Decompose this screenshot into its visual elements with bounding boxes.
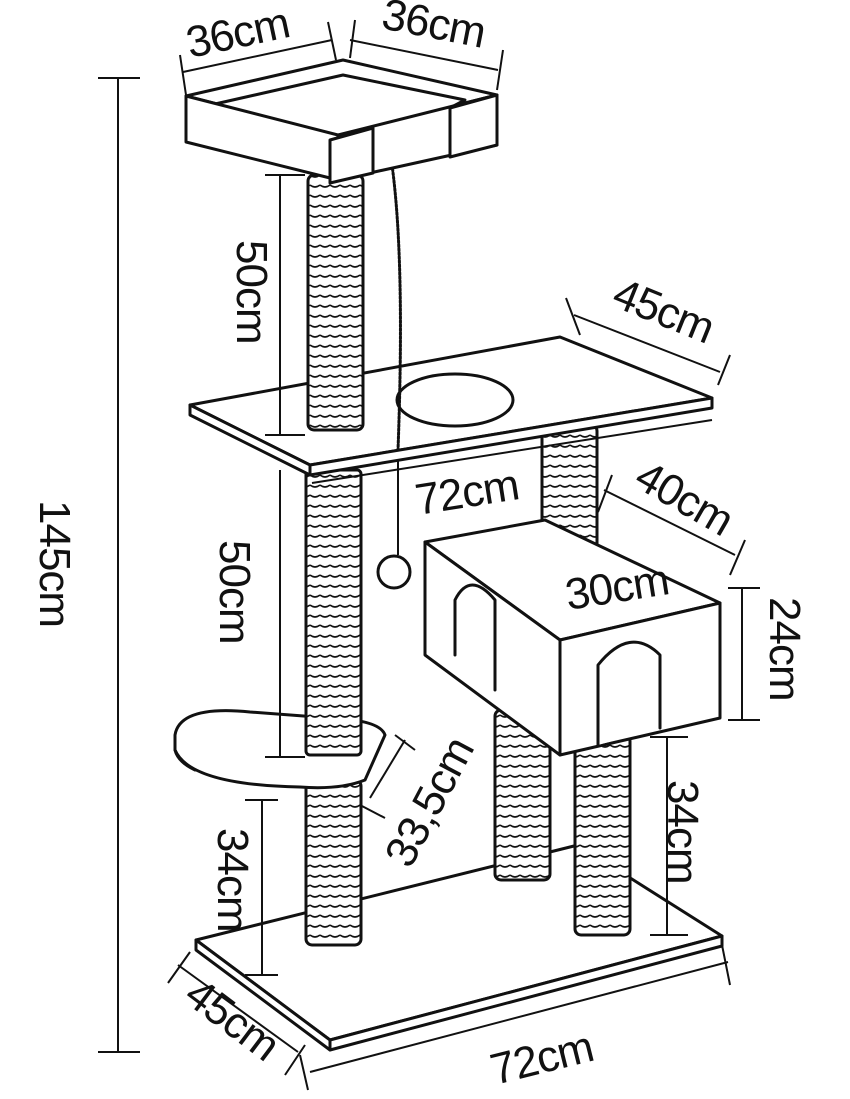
condo-post-front [573, 733, 632, 937]
condo-door-right [596, 640, 662, 747]
label-condo-height: 24cm [760, 597, 809, 701]
label-middle-platform-width: 72cm [412, 460, 522, 525]
label-upper-post-height: 50cm [227, 240, 276, 344]
main-post-upper [306, 173, 365, 432]
label-top-width-left: 36cm [182, 0, 294, 68]
label-middle-platform-depth: 45cm [606, 269, 720, 353]
label-condo-depth: 40cm [627, 451, 741, 545]
label-total-height: 145cm [30, 500, 79, 627]
label-lower-post-height-right: 34cm [658, 780, 707, 884]
toy-ball [376, 554, 412, 590]
label-base-width: 72cm [486, 1022, 598, 1095]
rope-toy [376, 163, 412, 590]
label-lower-post-height-left: 34cm [208, 828, 257, 932]
perch-front-post [328, 126, 375, 185]
condo-box [423, 518, 722, 757]
label-middle-post-height: 50cm [210, 540, 259, 644]
label-step-length: 33,5cm [376, 730, 484, 875]
base-board [194, 843, 724, 1052]
perch-right-post [448, 93, 499, 159]
platform-hole [395, 372, 515, 428]
top-perch [184, 58, 499, 185]
dimension-lines [167, 19, 760, 1091]
main-post-middle [304, 468, 363, 757]
main-post-lower [304, 778, 363, 947]
middle-platform [188, 335, 714, 477]
condo-door-left [453, 583, 497, 692]
total-height-dimension [98, 77, 140, 1053]
